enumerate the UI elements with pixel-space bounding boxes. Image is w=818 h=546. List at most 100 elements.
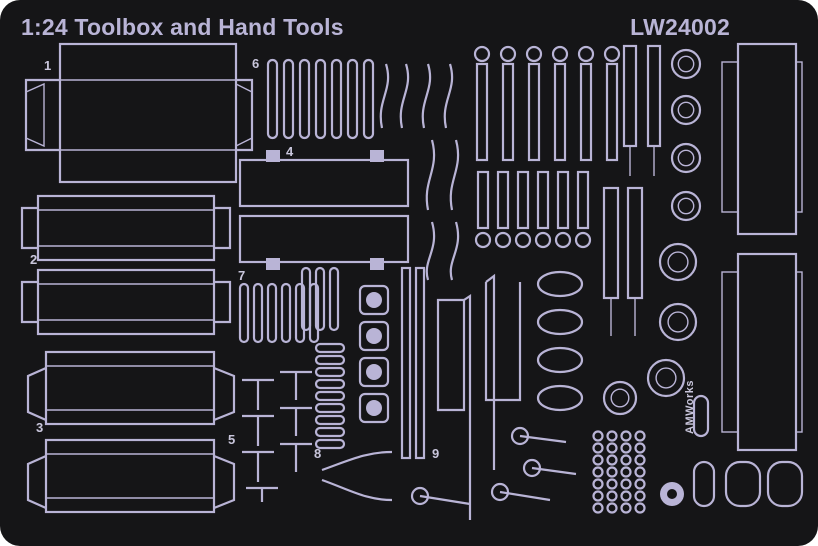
socket-bar — [496, 170, 510, 230]
handle-loop — [280, 282, 292, 344]
gear-hub — [610, 388, 630, 408]
gear-hub — [667, 311, 689, 333]
link-loop — [314, 402, 346, 414]
wrench-head — [474, 231, 492, 249]
handle-loop — [266, 58, 279, 140]
washer — [592, 466, 604, 478]
washer — [620, 442, 632, 454]
gear-set — [602, 48, 702, 416]
handle-loop — [314, 58, 327, 140]
ring-spanners — [536, 270, 584, 412]
washer — [634, 454, 646, 466]
gear-hub — [677, 55, 695, 73]
wrench-head — [494, 231, 512, 249]
washer — [620, 466, 632, 478]
gear-ring — [670, 142, 702, 174]
part-number-7: 7 — [238, 268, 246, 283]
link-loop — [314, 414, 346, 426]
gear-ring — [658, 242, 698, 282]
loop-set — [692, 394, 804, 508]
washer — [634, 490, 646, 502]
toolbox-part-1 — [24, 42, 254, 184]
product-code: LW24002 — [630, 14, 730, 40]
handle-loop — [314, 266, 326, 332]
wrench-set — [473, 45, 621, 249]
handle-loop — [294, 282, 306, 344]
link-loop — [314, 342, 346, 354]
link-loop — [314, 378, 346, 390]
gear-hub — [655, 367, 677, 389]
bars-part-9 — [400, 266, 426, 460]
link-loop — [314, 426, 346, 438]
washer — [620, 430, 632, 442]
washer — [634, 430, 646, 442]
toolbox-part-3b — [26, 438, 236, 514]
brand-gear-icon — [660, 482, 684, 506]
washer — [592, 454, 604, 466]
link-loop — [314, 438, 346, 450]
washer — [592, 490, 604, 502]
wrench-shaft — [475, 62, 489, 162]
washer — [592, 478, 604, 490]
wrench-head — [534, 231, 552, 249]
part-number-5: 5 — [228, 432, 236, 447]
part-number-8: 8 — [314, 446, 322, 461]
saw-set — [436, 273, 522, 520]
part-number-6: 6 — [252, 56, 260, 71]
washer — [634, 442, 646, 454]
socket-bar — [516, 170, 530, 230]
socket-bar — [556, 170, 570, 230]
gear-hub — [677, 149, 695, 167]
handle-loop — [282, 58, 295, 140]
handle-loop — [252, 282, 264, 344]
wrench-head — [525, 45, 543, 63]
gear-ring — [658, 302, 698, 342]
wrench-head — [473, 45, 491, 63]
handle-loop — [266, 282, 278, 344]
handles-part-7 — [238, 266, 340, 344]
washer — [606, 490, 618, 502]
wrench-head — [514, 231, 532, 249]
wrench-head — [577, 45, 595, 63]
washer — [634, 466, 646, 478]
socket-bar — [536, 170, 550, 230]
washer — [620, 478, 632, 490]
washer-grid — [592, 430, 646, 514]
wrench-head — [603, 45, 621, 63]
wrench-shaft — [527, 62, 541, 162]
link-loop — [314, 390, 346, 402]
wrench-shaft — [605, 62, 619, 162]
handles-part-6 — [266, 58, 375, 140]
link-loop — [314, 354, 346, 366]
wrench-shaft — [553, 62, 567, 162]
bottom-wrenches — [410, 426, 577, 506]
part-number-1: 1 — [44, 58, 52, 73]
link-loop — [314, 366, 346, 378]
brand-label: AMWorks — [684, 379, 696, 434]
part-number-4: 4 — [286, 144, 294, 159]
washer — [606, 502, 618, 514]
washer — [620, 454, 632, 466]
wrench-head — [574, 231, 592, 249]
washer — [606, 442, 618, 454]
toolbox-part-2a — [20, 194, 232, 262]
sheet-title: 1:24 Toolbox and Hand Tools — [21, 14, 344, 40]
socket-bar — [476, 170, 490, 230]
wrench-shaft — [501, 62, 515, 162]
toolbox-part-2b — [20, 268, 232, 336]
washer — [606, 454, 618, 466]
wrench-shaft — [579, 62, 593, 162]
wrench-head — [551, 45, 569, 63]
socket-bar — [576, 170, 590, 230]
drawer-part-4 — [238, 150, 410, 270]
t-handles-part-5 — [242, 370, 312, 502]
handle-loop — [346, 58, 359, 140]
file-set — [602, 44, 662, 336]
washer — [592, 442, 604, 454]
toolbox-tall-a — [721, 42, 803, 236]
links-part-8 — [314, 342, 346, 450]
gear-hub — [667, 251, 689, 273]
handle-loop — [328, 266, 340, 332]
